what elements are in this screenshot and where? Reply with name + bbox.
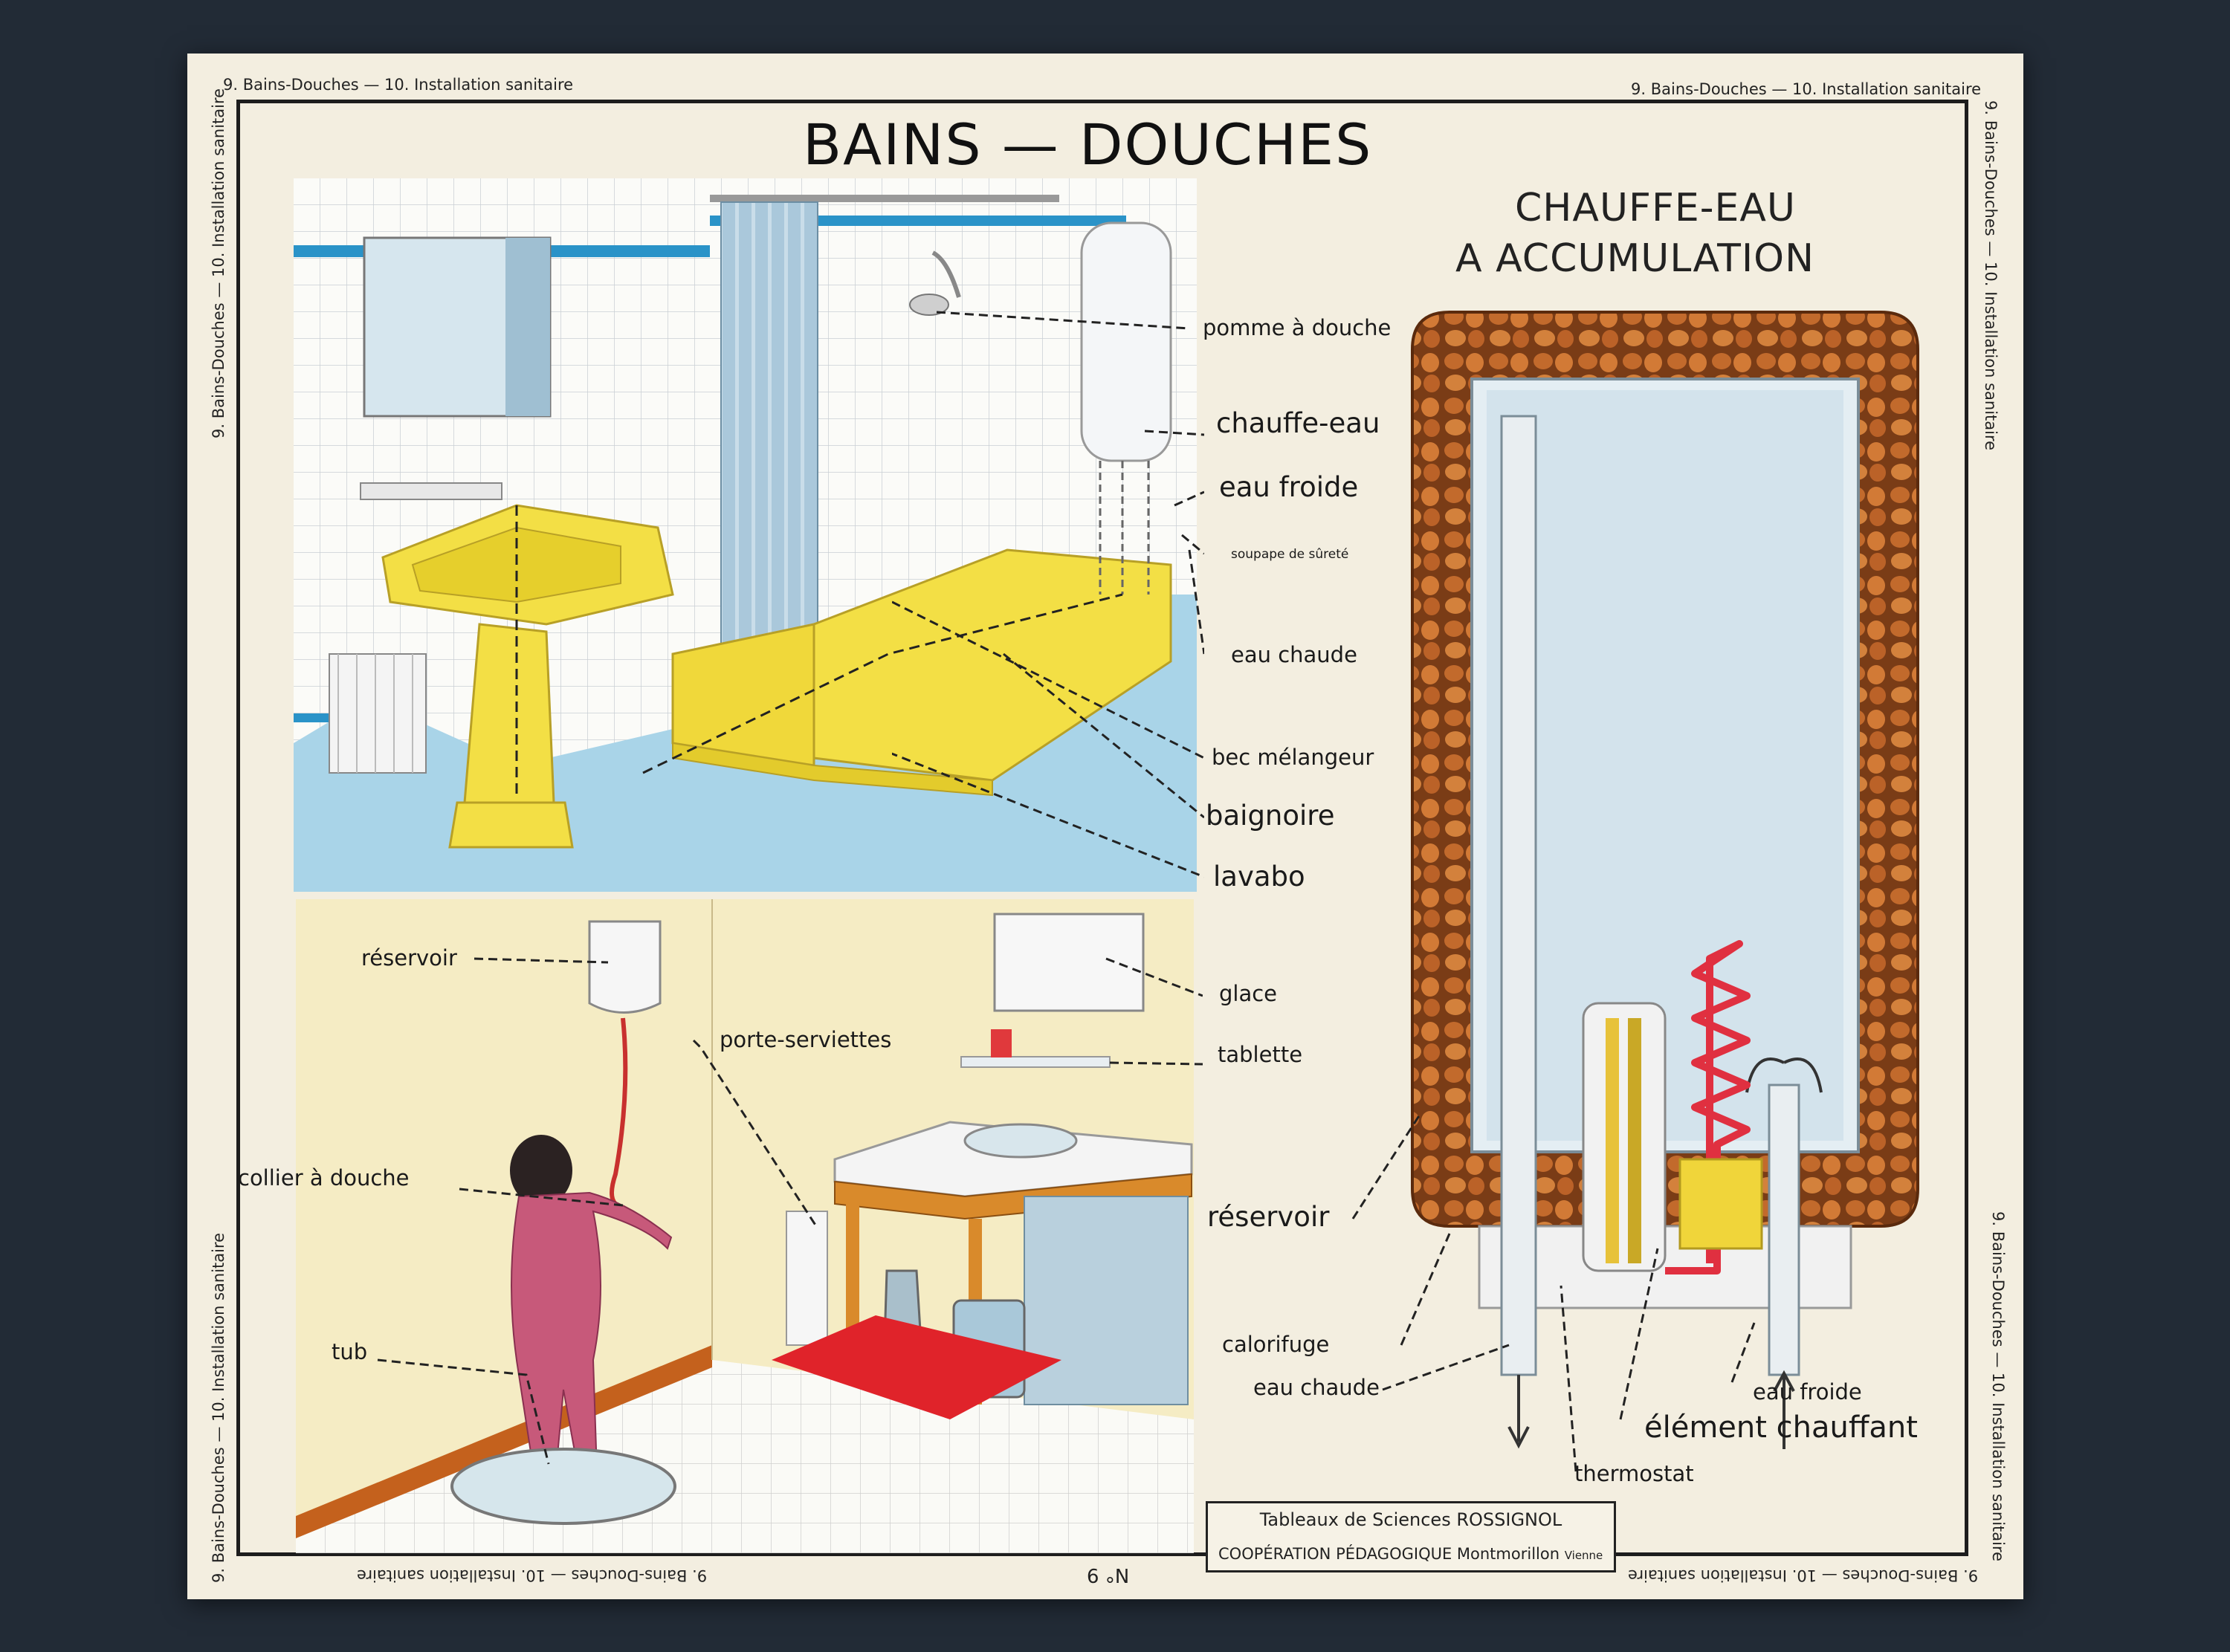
label-porte-serviettes: porte-serviettes [720, 1027, 892, 1052]
washbowl [963, 1123, 1078, 1159]
edge-title-right-upper: 9. Bains-Douches — 10. Installation sani… [1982, 100, 2000, 451]
heater-title-line1: CHAUFFE-EAU [1515, 186, 1796, 230]
heating-element-coil [1665, 940, 1751, 1274]
publisher-stamp: Tableaux de Sciences ROSSIGNOL COOPÉRATI… [1206, 1501, 1616, 1572]
shelf [360, 482, 502, 500]
label-bec-melangeur: bec mélangeur [1212, 745, 1374, 770]
label-tablette: tablette [1218, 1042, 1303, 1067]
edge-title-top-left: 9. Bains-Douches — 10. Installation sani… [223, 76, 574, 94]
toothbrush-cup [991, 1029, 1012, 1057]
page-title: BAINS — DOUCHES [803, 111, 1373, 178]
wall-mirror [993, 913, 1145, 1012]
table-curtain [1024, 1196, 1189, 1405]
skirting-board [296, 1345, 712, 1538]
label-tub: tub [332, 1339, 368, 1364]
child-head [510, 1135, 572, 1206]
label-eau-chaude-top: eau chaude [1231, 642, 1357, 667]
water-heater-cross-section [1411, 311, 1919, 1449]
label-eau-froide-heater: eau froide [1753, 1379, 1862, 1405]
publisher-line2: COOPÉRATION PÉDAGOGIQUE Montmorillon Vie… [1218, 1545, 1603, 1563]
glass-shelf [960, 1056, 1111, 1068]
label-soupape-de-surete: soupape de sûreté [1231, 547, 1349, 562]
label-pomme-a-douche: pomme à douche [1203, 315, 1392, 340]
washroom-leader-lines [377, 957, 1203, 1465]
bathroom-illustration [294, 178, 1197, 892]
red-rug [772, 1315, 1061, 1419]
label-eau-chaude-heater: eau chaude [1253, 1375, 1380, 1400]
label-thermostat: thermostat [1574, 1461, 1694, 1486]
shower-head [909, 294, 949, 316]
label-reservoir-heater: réservoir [1207, 1201, 1330, 1233]
label-element-chauffant: élément chauffant [1644, 1410, 1918, 1445]
edge-title-left-upper: 9. Bains-Douches — 10. Installation sani… [210, 88, 227, 438]
heater-title-line2: A ACCUMULATION [1455, 236, 1814, 281]
label-chauffe-eau: chauffe-eau [1216, 407, 1380, 439]
publisher-line1: Tableaux de Sciences ROSSIGNOL [1259, 1509, 1562, 1530]
inner-frame [236, 100, 1968, 1556]
thermostat-housing [1582, 1002, 1667, 1272]
label-collier-a-douche: collier à douche [238, 1165, 410, 1191]
label-eau-froide-top: eau froide [1219, 471, 1359, 503]
label-reservoir-wash: réservoir [361, 945, 457, 971]
edge-title-top-right: 9. Bains-Douches — 10. Installation sani… [1631, 80, 1982, 98]
cold-water-pipe [1768, 1083, 1800, 1376]
water-heater [1080, 221, 1172, 462]
publisher-place: Vienne [1564, 1549, 1603, 1562]
bathroom-leader-lines [892, 311, 1204, 878]
towel [329, 653, 427, 774]
basin-pedestal [463, 623, 555, 804]
shower-hose [610, 1017, 628, 1206]
plate-number: N° 9 [1087, 1564, 1130, 1586]
tub [450, 1448, 676, 1525]
label-lavabo: lavabo [1213, 861, 1305, 893]
edge-title-bottom-right: 9. Bains-Douches — 10. Installation sani… [1628, 1567, 1979, 1584]
edge-title-right-lower: 9. Bains-Douches — 10. Installation sani… [1989, 1211, 2007, 1562]
edge-title-bottom-left: 9. Bains-Douches — 10. Installation sani… [357, 1567, 708, 1584]
towel-rack-towels [786, 1211, 828, 1346]
water-reservoir [588, 920, 662, 1014]
heater-leader-lines [1351, 1114, 1756, 1472]
child-body [511, 1191, 673, 1472]
edge-title-left-lower: 9. Bains-Douches — 10. Installation sani… [210, 1232, 227, 1583]
curtain-rail [710, 195, 1059, 202]
washroom-illustration [296, 899, 1194, 1553]
label-glace: glace [1219, 981, 1278, 1006]
label-calorifuge: calorifuge [1222, 1332, 1330, 1357]
publisher-cooperation: COOPÉRATION PÉDAGOGIQUE Montmorillon [1218, 1545, 1560, 1563]
label-baignoire: baignoire [1206, 800, 1335, 832]
